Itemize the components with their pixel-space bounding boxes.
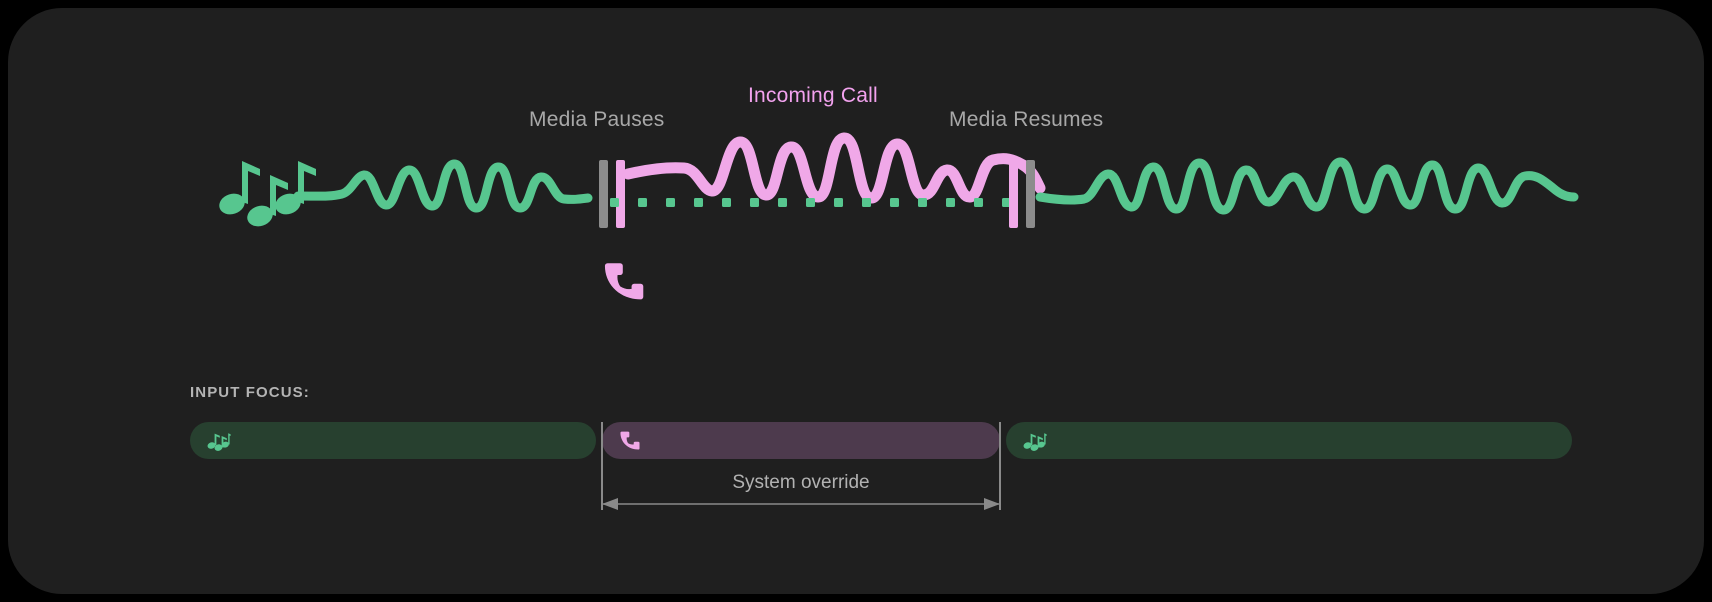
paused-media-dots (610, 198, 1011, 207)
music-notes-icon (1023, 431, 1047, 451)
input-focus-section: INPUT FOCUS: (8, 338, 1704, 594)
label-media-resumes: Media Resumes (949, 108, 1104, 131)
label-incoming-call: Incoming Call (748, 84, 878, 107)
call-waveform (622, 132, 1046, 204)
resume-marker-gray (1026, 160, 1035, 228)
music-notes-icon (219, 161, 316, 227)
resume-marker-pink (1009, 160, 1018, 228)
phone-icon (619, 430, 640, 451)
music-notes-icon (207, 431, 231, 451)
audio-timeline: Media Pauses Incoming Call Media Resumes (8, 8, 1704, 338)
focus-bar-media-b[interactable] (1006, 422, 1572, 459)
label-media-pauses: Media Pauses (529, 108, 665, 131)
diagram-canvas: Media Pauses Incoming Call Media Resumes… (8, 8, 1704, 594)
media-waveform-after (1035, 157, 1579, 215)
pause-marker-gray (599, 160, 608, 228)
focus-bar-media-a[interactable] (190, 422, 596, 459)
phone-icon (604, 263, 644, 300)
timeline-graphics (219, 132, 1579, 300)
focus-bar-call[interactable] (602, 422, 1000, 459)
system-override-label: System override (732, 472, 870, 493)
media-waveform-before (293, 159, 593, 213)
input-focus-title: INPUT FOCUS: (190, 384, 310, 401)
system-override-measure (601, 422, 1001, 510)
pause-marker-pink (616, 160, 625, 228)
